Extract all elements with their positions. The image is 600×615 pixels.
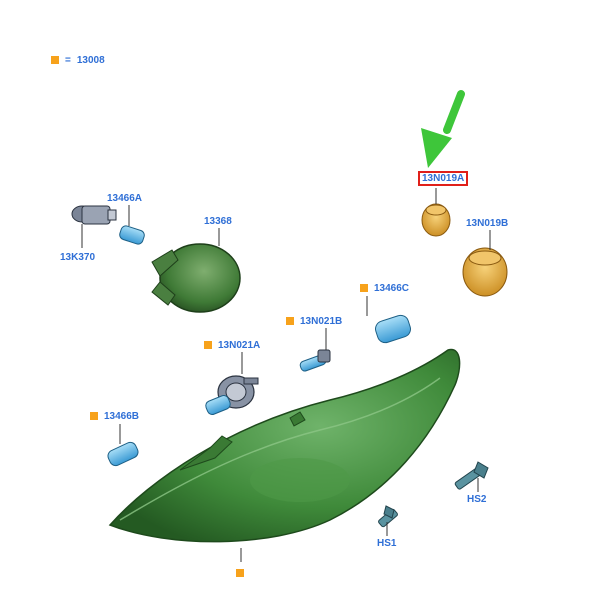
cover-cap <box>151 228 241 313</box>
amber-bulb-13N019B <box>462 230 508 297</box>
bulb-13466B <box>107 424 139 467</box>
bulb-13N021A <box>205 352 259 415</box>
bulb-13466A <box>119 205 145 245</box>
label-HS2[interactable]: HS2 <box>467 494 487 505</box>
marker-square-icon <box>236 569 244 577</box>
bulb-holder-13K370 <box>71 205 117 248</box>
label-13K370[interactable]: 13K370 <box>60 252 96 263</box>
marker-square-icon <box>90 412 98 420</box>
marker-square-icon <box>360 284 368 292</box>
marker-square-icon <box>286 317 294 325</box>
legend: = 13008 <box>51 55 105 66</box>
label-HS1[interactable]: HS1 <box>377 538 397 549</box>
label-13466B-group: 13466B <box>90 411 139 422</box>
amber-socket-13N019A <box>421 188 451 237</box>
pointer-arrow <box>421 90 465 168</box>
label-13N021A[interactable]: 13N021A <box>218 340 261 351</box>
label-13N021A-group: 13N021A <box>204 340 260 351</box>
label-13N019B[interactable]: 13N019B <box>466 218 509 229</box>
label-13466C-group: 13466C <box>360 283 409 294</box>
label-13N019A-highlighted[interactable]: 13N019A <box>418 171 469 186</box>
screw-HS1 <box>378 505 398 536</box>
marker-square-icon <box>204 341 212 349</box>
screw-HS2 <box>454 461 489 492</box>
legend-square-icon <box>51 56 59 64</box>
legend-equals: = <box>65 55 71 66</box>
label-13466B[interactable]: 13466B <box>104 411 140 422</box>
label-13466C[interactable]: 13466C <box>374 283 410 294</box>
label-13368[interactable]: 13368 <box>204 216 232 227</box>
label-13N021B[interactable]: 13N021B <box>300 316 343 327</box>
headlamp-housing <box>108 348 461 562</box>
label-13466A[interactable]: 13466A <box>107 193 143 204</box>
legend-code: 13008 <box>76 55 105 66</box>
bulb-13N021B <box>299 328 331 372</box>
bulb-13466C <box>366 296 411 344</box>
label-13N021B-group: 13N021B <box>286 316 342 327</box>
housing-marker <box>236 568 250 579</box>
